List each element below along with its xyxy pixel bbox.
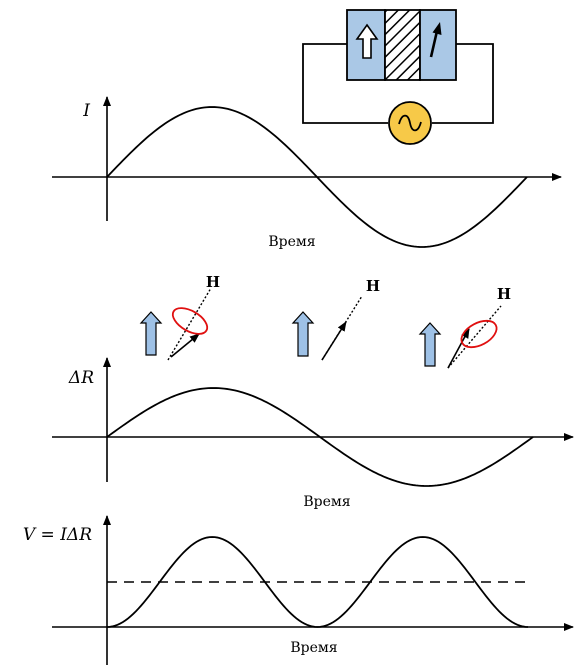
- precession-orbit: [460, 319, 498, 349]
- spacer-layer: [384, 9, 421, 81]
- fixed-spin-arrow-icon: [139, 311, 163, 356]
- x-axis-label: Время: [268, 234, 315, 250]
- circuit: [302, 9, 494, 145]
- free-layer: [419, 9, 457, 81]
- resistance-curve: [106, 387, 534, 487]
- magnetization-arrow: [170, 333, 200, 358]
- magnetization-arrow: [447, 328, 470, 369]
- fixed-spin-arrow-icon: [418, 322, 442, 367]
- free-magnetization-icon: [429, 22, 442, 58]
- sine-wave-icon: [398, 114, 422, 132]
- precession-orbit: [171, 307, 209, 335]
- y-axis-label: V = IΔR: [23, 525, 92, 545]
- field-label: H: [206, 273, 220, 291]
- x-axis-label: Время: [303, 494, 350, 510]
- magnetization-arrow: [321, 321, 347, 361]
- current-panel: I Время: [52, 96, 562, 250]
- y-axis-label: ΔR: [68, 368, 94, 388]
- spin-state-3: H: [418, 285, 511, 369]
- field-label: H: [366, 277, 380, 295]
- circuit-wire: [302, 43, 494, 124]
- field-direction-line: [167, 287, 212, 361]
- field-label: H: [497, 285, 511, 303]
- spin-state-2: H: [291, 277, 380, 361]
- voltage-panel: V = IΔR Время: [23, 515, 574, 665]
- current-curve: [106, 106, 528, 248]
- field-direction-line: [447, 305, 502, 369]
- voltage-curve: [106, 536, 529, 628]
- spin-state-1: H: [139, 273, 220, 361]
- resistance-panel: ΔR Время: [52, 357, 574, 510]
- fixed-magnetization-icon: [355, 23, 379, 59]
- y-axis-label: I: [82, 101, 90, 121]
- fixed-spin-arrow-icon: [291, 311, 315, 357]
- x-axis-label: Время: [290, 640, 337, 656]
